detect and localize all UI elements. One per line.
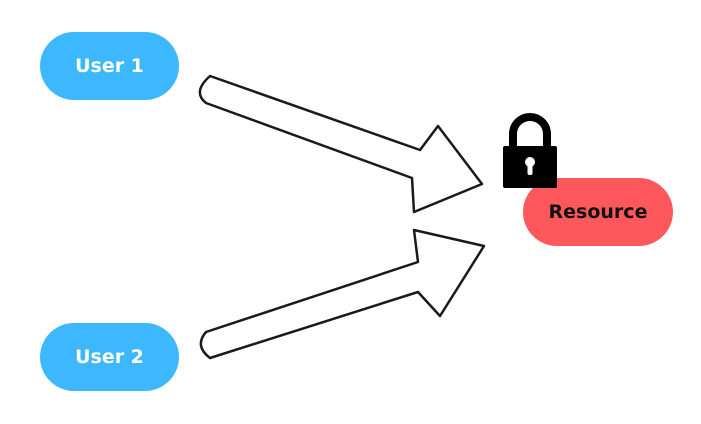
user-2-node: User 2 — [40, 323, 179, 391]
user-2-label: User 2 — [75, 346, 144, 368]
arrow-user1-to-resource — [198, 74, 484, 214]
lock-keyhole-slot — [527, 162, 533, 175]
lock-icon — [503, 113, 557, 188]
lock-shackle — [509, 113, 551, 148]
user-1-label: User 1 — [75, 55, 144, 77]
resource-node: Resource — [523, 178, 673, 246]
arrow-user2-to-resource — [199, 228, 486, 360]
resource-label: Resource — [548, 201, 648, 223]
user-1-node: User 1 — [40, 32, 179, 100]
